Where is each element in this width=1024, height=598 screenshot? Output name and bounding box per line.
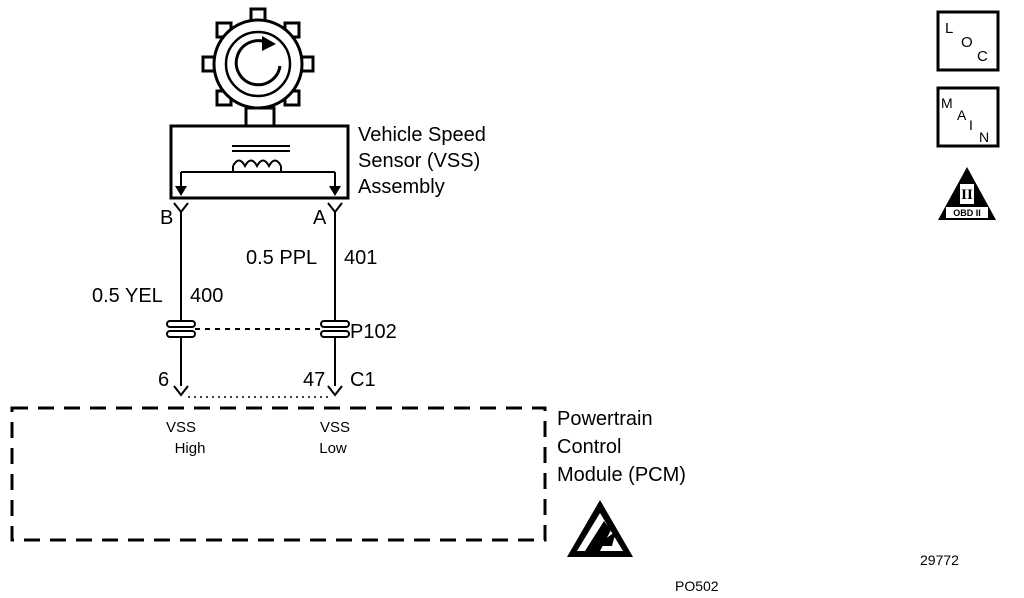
vss-sensor-box <box>169 124 350 200</box>
sensor-shaft <box>244 106 276 128</box>
main-letter-m: M <box>941 95 953 111</box>
terminal-right-pin: 47 <box>303 369 325 391</box>
pin-b-label: B <box>160 207 173 229</box>
wire-left-circuit: 400 <box>190 285 223 307</box>
terminal-connector-c1: C1 <box>350 369 376 391</box>
obd-ii-icon: II OBD II <box>938 167 996 220</box>
sensor-name-line3: Assembly <box>358 176 445 198</box>
pcm-terminal-6 <box>173 385 189 397</box>
pcm-name-line1: Powertrain <box>557 408 653 430</box>
vss-high-line1: VSS <box>166 419 196 436</box>
main-letter-a: A <box>957 107 967 123</box>
main-icon: M A I N <box>936 86 1000 148</box>
main-letter-n: N <box>979 129 989 145</box>
sensor-terminal-b <box>173 202 189 214</box>
pcm-terminal-47 <box>327 385 343 397</box>
pcm-name-line3: Module (PCM) <box>557 464 686 486</box>
loc-icon: L O C <box>936 10 1000 72</box>
diagnostic-code: PO502 <box>675 578 719 594</box>
pcm-module-box <box>10 406 547 542</box>
esd-warning-icon <box>567 500 633 557</box>
connector-p102-label: P102 <box>350 321 397 343</box>
sensor-name-line2: Sensor (VSS) <box>358 150 480 172</box>
obd-ii-numeral: II <box>961 187 973 203</box>
vss-high-line2: High <box>175 440 206 457</box>
pcm-name-line2: Control <box>557 436 621 458</box>
reluctor-gear-icon <box>201 7 315 110</box>
sensor-coil-icon <box>181 145 335 173</box>
wire-left-gauge: 0.5 YEL <box>92 285 163 307</box>
vss-low-line2: Low <box>319 440 347 457</box>
main-letter-i: I <box>969 117 973 133</box>
connector-p102 <box>166 320 350 338</box>
sensor-terminal-a <box>327 202 343 214</box>
loc-letter-o: O <box>961 34 973 51</box>
terminal-left-pin: 6 <box>158 369 169 391</box>
sensor-name-line1: Vehicle Speed <box>358 124 486 146</box>
obd-ii-text: OBD II <box>953 208 981 218</box>
wire-right-circuit: 401 <box>344 247 377 269</box>
pin-a-label: A <box>313 207 327 229</box>
wire-right-gauge: 0.5 PPL <box>246 247 317 269</box>
vss-low-line1: VSS <box>320 419 350 436</box>
figure-number: 29772 <box>920 552 959 568</box>
loc-letter-c: C <box>977 48 988 65</box>
loc-letter-l: L <box>945 20 953 37</box>
